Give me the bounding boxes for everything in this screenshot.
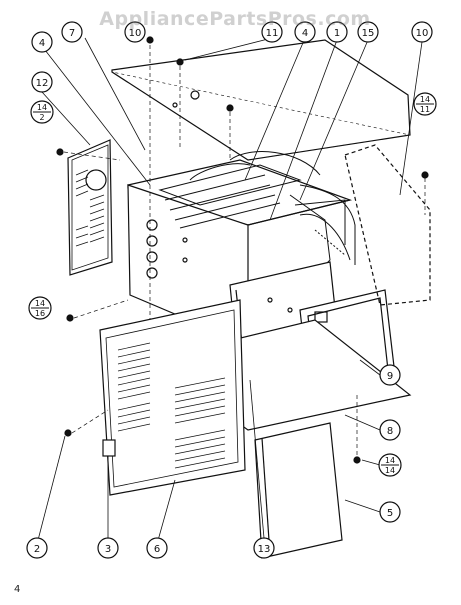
callout-6-label: 6: [154, 544, 160, 555]
callout-7: [61, 21, 83, 43]
callout-14-14-top-label: 14: [385, 456, 395, 465]
callout-11-label: 11: [266, 28, 279, 39]
callout-4-right-label: 4: [302, 28, 308, 39]
callout-8: [379, 419, 401, 441]
front-grille: [99, 299, 246, 496]
side-grille-panel: [67, 139, 113, 276]
callout-10-right: [411, 21, 433, 43]
callout-12: [31, 71, 53, 93]
callout-9: [379, 364, 401, 386]
callout-2-label: 2: [34, 544, 40, 555]
callout-7-label: 7: [69, 28, 75, 39]
page-number: 4: [14, 584, 21, 595]
callout-14-11-top-label: 14: [420, 95, 430, 104]
callout-4-right: [294, 21, 316, 43]
callout-14-14-bottom-label: 14: [385, 466, 395, 475]
callout-8-label: 8: [387, 426, 393, 437]
callout-15: [357, 21, 379, 43]
callout-10-top: [124, 21, 146, 43]
callout-14-16-top-label: 14: [35, 299, 45, 308]
callout-13-label: 13: [258, 544, 271, 555]
callout-12-label: 12: [36, 78, 49, 89]
coil-assembly: [158, 151, 356, 291]
callout-14-16-bottom-label: 16: [35, 309, 45, 318]
callout-6: [146, 537, 168, 559]
callout-4-left-label: 4: [39, 38, 45, 49]
callout-5: [379, 501, 401, 523]
callout-15-label: 15: [362, 28, 375, 39]
callout-3: [97, 537, 119, 559]
callout-1-label: 1: [334, 28, 340, 39]
callout-2: [26, 537, 48, 559]
callout-10-top-label: 10: [129, 28, 142, 39]
screw-hardware: [56, 36, 429, 464]
callout-13: [253, 537, 275, 559]
callout-9-label: 9: [387, 371, 393, 382]
watermark-text: AppliancePartsPros.com: [99, 8, 371, 30]
callout-5-label: 5: [387, 508, 393, 519]
callout-3-label: 3: [105, 544, 111, 555]
callout-11: [261, 21, 283, 43]
callout-10-right-label: 10: [416, 28, 429, 39]
side-panel-right: [344, 144, 431, 306]
callout-14-2-top-label: 14: [37, 103, 47, 112]
callout-4-left: [31, 31, 53, 53]
callout-14-2-bottom-label: 2: [39, 113, 44, 122]
callout-circles: [26, 21, 437, 559]
access-panel: [254, 422, 343, 559]
callout-1: [326, 21, 348, 43]
callout-14-11-bottom-label: 11: [420, 105, 430, 114]
